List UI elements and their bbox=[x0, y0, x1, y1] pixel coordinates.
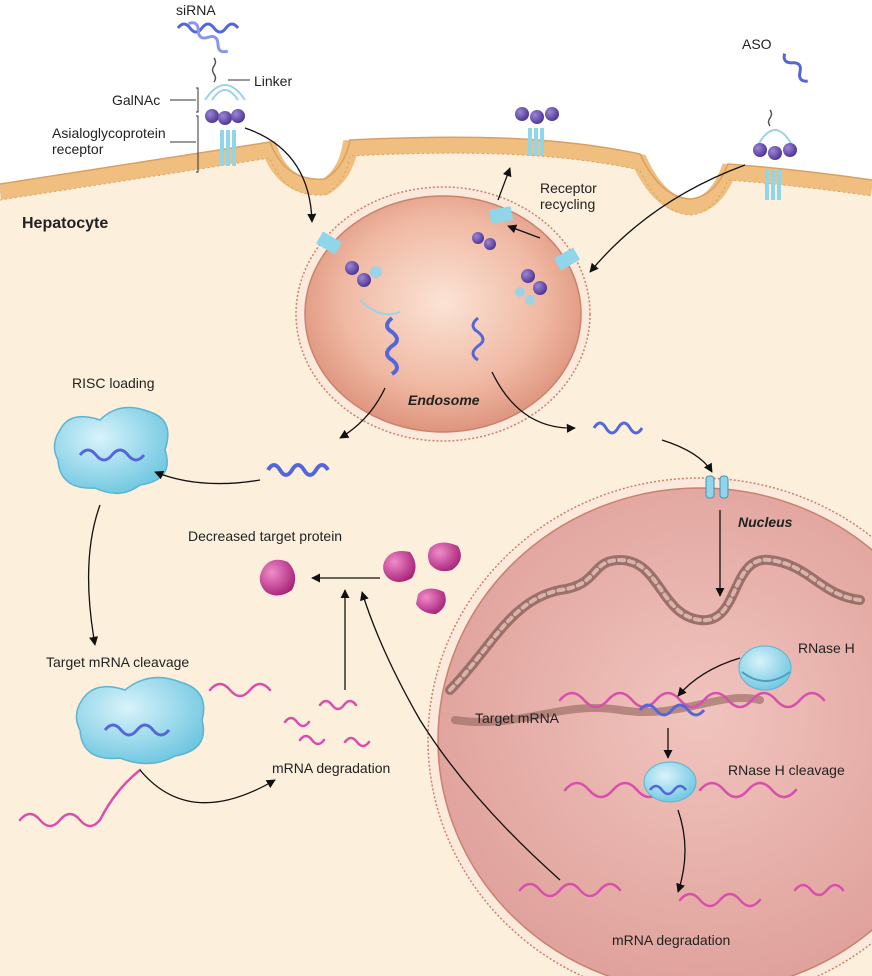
aso-bound-to-mrna-icon bbox=[638, 703, 706, 717]
rnase-h-icon bbox=[738, 645, 792, 691]
label-rnase-h: RNase H bbox=[798, 640, 855, 656]
label-hepatocyte: Hepatocyte bbox=[22, 215, 109, 232]
label-rnase-h-cleavage: RNase H cleavage bbox=[728, 762, 845, 778]
mrna-strands-icon bbox=[18, 682, 845, 908]
pathway-arrows bbox=[87, 127, 746, 893]
label-sirna: siRNA bbox=[176, 2, 216, 18]
sirna-conjugate-icon bbox=[176, 21, 246, 166]
free-aso-icon bbox=[592, 421, 644, 435]
label-asgpr: Asialoglycoprotein receptor bbox=[52, 125, 166, 158]
nucleus bbox=[437, 487, 872, 976]
endosome-receptor-left bbox=[315, 231, 401, 316]
label-target-mrna: Target mRNA bbox=[475, 710, 560, 726]
rnase-h-cleavage-icon bbox=[643, 761, 697, 803]
label-endosome: Endosome bbox=[408, 392, 480, 408]
label-galnac: GalNAc bbox=[112, 92, 161, 108]
endosome-receptor-right bbox=[472, 206, 581, 305]
label-mrna-degradation-cytoplasm: mRNA degradation bbox=[272, 760, 391, 776]
label-linker: Linker bbox=[254, 73, 293, 89]
free-sirna-icon bbox=[266, 463, 330, 477]
label-decreased-target-protein: Decreased target protein bbox=[188, 528, 343, 544]
recycled-receptor-icon bbox=[515, 107, 559, 156]
nuclear-pore-icon bbox=[705, 475, 729, 499]
risc-complex-icon bbox=[53, 406, 169, 494]
protein-icon bbox=[259, 542, 461, 614]
dna-chromatin-icon bbox=[445, 554, 865, 727]
sirna-in-endosome-icon bbox=[385, 316, 399, 376]
label-target-mrna-cleavage: Target mRNA cleavage bbox=[46, 654, 190, 670]
aso-conjugate-icon bbox=[753, 53, 808, 200]
endosome bbox=[304, 195, 582, 433]
label-risc-loading: RISC loading bbox=[72, 375, 155, 391]
label-mrna-degradation-nucleus: mRNA degradation bbox=[612, 932, 731, 948]
label-nucleus: Nucleus bbox=[738, 514, 793, 530]
risc-cleavage-complex-icon bbox=[75, 676, 205, 765]
label-receptor-recycling: Receptor recycling bbox=[540, 180, 597, 213]
aso-in-endosome-icon bbox=[471, 316, 485, 362]
label-aso: ASO bbox=[742, 36, 772, 52]
